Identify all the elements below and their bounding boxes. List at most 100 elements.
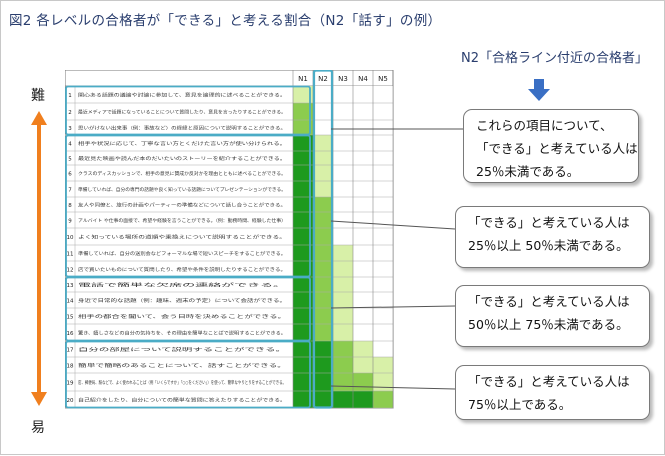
row-text: 最近メディアで話題になっていることについて質問したり、意見を言ったりすることがで… [78,109,286,116]
cell-n2-row-14 [313,292,333,308]
cell-n1-row-1 [293,86,313,103]
cell-n2-row-4 [313,135,333,151]
cell-n1-row-15 [293,308,313,324]
callout-line: 「できる」と考えている人は [468,215,630,230]
cell-n4-row-6 [353,165,373,181]
callout-50-to-75: 「できる」と考えている人は 50％以上 75％未満である。 [455,285,650,347]
callout-25-to-50: 「できる」と考えている人は 25％以上 50％未満である。 [455,206,650,268]
callout-line: 「できる」と考えている人は [476,141,638,156]
cell-n5-row-9 [373,212,393,228]
cell-n5-row-11 [373,245,393,261]
cell-n3-row-6 [333,165,353,181]
cell-n3-row-18 [333,357,353,373]
cell-n4-row-11 [353,245,373,261]
callout-above-75: 「できる」と考えている人は 75％以上である。 [455,365,650,420]
row-text: 思いがけない出来事（例：事故など）の経緯と原因について説明することができる。 [78,125,286,132]
cell-n2-row-8 [313,197,333,212]
row-text: 身近で日常的な話題（例：趣味、週末の予定）について会話ができる。 [78,297,286,304]
cell-n5-row-18 [373,357,393,373]
cell-n5-row-20 [373,391,393,408]
row-number: 5 [68,157,72,163]
callout-line: 50％以上 75％未満である。 [468,317,629,332]
level-header-n2: N2 [318,75,328,83]
row-number: 20 [67,398,74,404]
cell-n2-row-11 [313,245,333,261]
row-number: 17 [67,348,74,354]
n2-column-highlight [312,70,334,409]
callout-line: 「できる」と考えている人は [468,294,630,309]
cell-n2-row-15 [313,308,333,324]
row-text: 準備していれば、自分の送別会などフォーマルな場で短いスピーチをすることができる。 [78,250,286,257]
cell-n3-row-5 [333,151,353,165]
row-number: 1 [68,93,72,99]
cell-n5-row-12 [373,261,393,277]
cell-n2-row-2 [313,103,333,120]
cell-n1-row-20 [293,391,313,408]
cell-n4-row-14 [353,292,373,308]
label-hard: 難 [31,88,45,104]
row-text: よく知っている場所の道順や乗換えについて説明することができる。 [78,234,286,241]
row-text: 関心ある話題の議論や討論に参加して、意見を論理的に述べることができる。 [78,92,286,99]
cell-n2-row-19 [313,373,333,391]
group-highlight-4 [65,340,311,409]
cell-n5-row-15 [373,308,393,324]
cell-n1-row-11 [293,245,313,261]
group-highlight-2 [65,134,311,278]
cell-n2-row-20 [313,391,333,408]
cell-n3-row-20 [333,391,353,408]
cell-n1-row-7 [293,181,313,197]
row-number: 16 [67,331,74,337]
cell-n3-row-9 [333,212,353,228]
cell-n1-row-9 [293,212,313,228]
cell-n4-row-20 [353,391,373,408]
row-number: 2 [68,110,72,116]
cell-n4-row-8 [353,197,373,212]
cell-n4-row-12 [353,261,373,277]
row-text: 店で買いたいものについて質問したり、希望や条件を説明したりすることができる。 [78,266,286,273]
level-header-n5: N5 [378,75,388,83]
cell-n5-row-6 [373,165,393,181]
cell-n1-row-19 [293,373,313,391]
cell-n2-row-7 [313,181,333,197]
cell-n3-row-11 [333,245,353,261]
cell-n4-row-13 [353,277,373,292]
row-number: 13 [67,283,74,289]
callout-below-25: これらの項目について、 「できる」と考えている人は 25％未満である。 [463,109,639,183]
row-text: 友人や同僚と、旅行の計画やパーティーの準備などについて話し合うことができる。 [78,202,286,209]
row-number: 4 [68,142,72,148]
down-arrow-icon [528,79,550,101]
level-header-n3: N3 [338,75,348,83]
cell-n5-row-3 [373,120,393,135]
cell-n1-row-8 [293,197,313,212]
cell-n3-row-1 [333,86,353,103]
level-header-n1: N1 [298,75,308,83]
cell-n4-row-19 [353,373,373,391]
row-text: 簡単で簡略のあることについて、話すことができる。 [78,362,286,369]
callout-line: 25％以上 50％未満である。 [468,238,629,253]
cell-n2-row-17 [313,341,333,357]
label-easy: 易 [31,420,45,436]
cell-n5-row-13 [373,277,393,292]
cell-n5-row-1 [373,86,393,103]
row-number: 3 [68,126,72,132]
cell-n1-row-16 [293,324,313,341]
cell-n4-row-15 [353,308,373,324]
row-number: 11 [67,252,74,258]
cell-n1-row-18 [293,357,313,373]
cell-n2-row-18 [313,357,333,373]
pointer-label: N2「合格ライン付近の合格者」 [461,51,648,66]
cell-n5-row-16 [373,324,393,341]
cell-n4-row-2 [353,103,373,120]
cell-n4-row-5 [353,151,373,165]
cell-n3-row-12 [333,261,353,277]
cell-n5-row-5 [373,151,393,165]
cell-n4-row-10 [353,228,373,245]
row-number: 8 [68,203,72,209]
row-number: 6 [68,172,72,178]
cell-n3-row-8 [333,197,353,212]
cell-n3-row-2 [333,103,353,120]
row-text: 電話で簡単な欠席の連絡ができる。 [78,282,286,289]
row-text: 相手の都合を聞いて、会う日時を決めることができる。 [78,313,286,320]
cell-n3-row-13 [333,277,353,292]
